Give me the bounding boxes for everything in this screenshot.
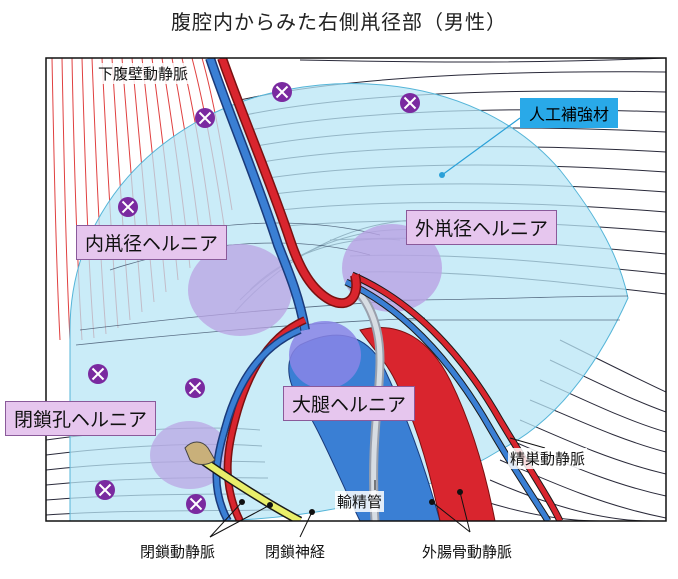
label-indirect-hernia: 外鼡径ヘルニア: [406, 210, 558, 245]
label-direct-hernia: 内鼡径ヘルニア: [76, 225, 228, 260]
diagram-frame: [45, 57, 667, 522]
diagram-title: 腹腔内からみた右側鼡径部（男性）: [171, 10, 507, 34]
label-external-iliac: 外腸骨動静脈: [422, 543, 513, 561]
label-inferior-epigastric: 下腹壁動静脈: [96, 63, 191, 84]
femoral-hernia-shape: [289, 321, 361, 389]
label-obturator-hernia: 閉鎖孔ヘルニア: [5, 401, 157, 436]
label-obturator-vessels: 閉鎖動静脈: [140, 543, 216, 561]
label-obturator-nerve: 閉鎖神経: [265, 543, 326, 561]
label-testicular-vessels: 精巣動静脈: [508, 448, 588, 469]
label-artificial-mesh: 人工補強材: [520, 98, 619, 128]
label-vas-deferens: 輸精管: [335, 491, 385, 512]
label-femoral-hernia: 大腿ヘルニア: [283, 386, 416, 421]
leader-lines: [209, 437, 546, 538]
direct-hernia-shape: [188, 244, 292, 336]
external-iliac-artery: [359, 326, 496, 521]
